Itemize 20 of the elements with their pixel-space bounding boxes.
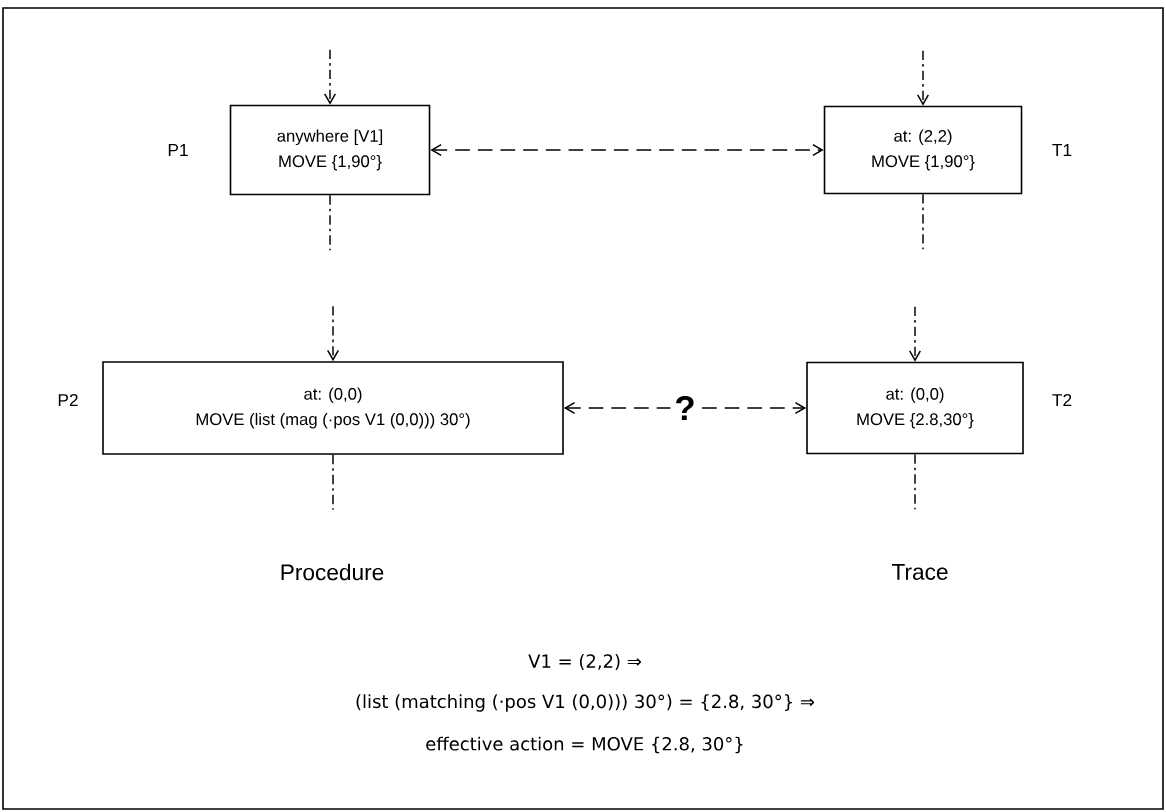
equation-line: (list (matching (·pos V1 (0,0))) 30°) = {2.8, 30°} ⇒ (356, 694, 815, 712)
node-label: P2 (58, 393, 78, 407)
node-label: P1 (168, 144, 188, 156)
process-box: at: (0,0) MOVE {2.8,30°} (806, 361, 1024, 455)
section-label: Trace (891, 564, 948, 580)
edge-label: ? (670, 391, 700, 425)
node-label: T1 (1052, 144, 1072, 156)
arrow (323, 48, 337, 105)
equation-line: V1 = (2,2) ⇒ (528, 654, 641, 670)
arrow (326, 305, 340, 362)
process-box: at: (2,2) MOVE {1,90°} (823, 105, 1023, 195)
arrow (430, 143, 824, 157)
section-label: Procedure (281, 563, 384, 581)
equation-line: effective action = MOVE {2.8, 30°} (426, 736, 743, 754)
node-label: T2 (1052, 393, 1072, 407)
process-box: at: (0,0) MOVE (list (mag (·pos V1 (0,0))) 30°) (102, 361, 564, 455)
process-box: anywhere [V1] MOVE {1,90°} (229, 104, 431, 196)
arrow (908, 305, 922, 362)
arrow (916, 49, 930, 106)
arrow (563, 401, 807, 415)
